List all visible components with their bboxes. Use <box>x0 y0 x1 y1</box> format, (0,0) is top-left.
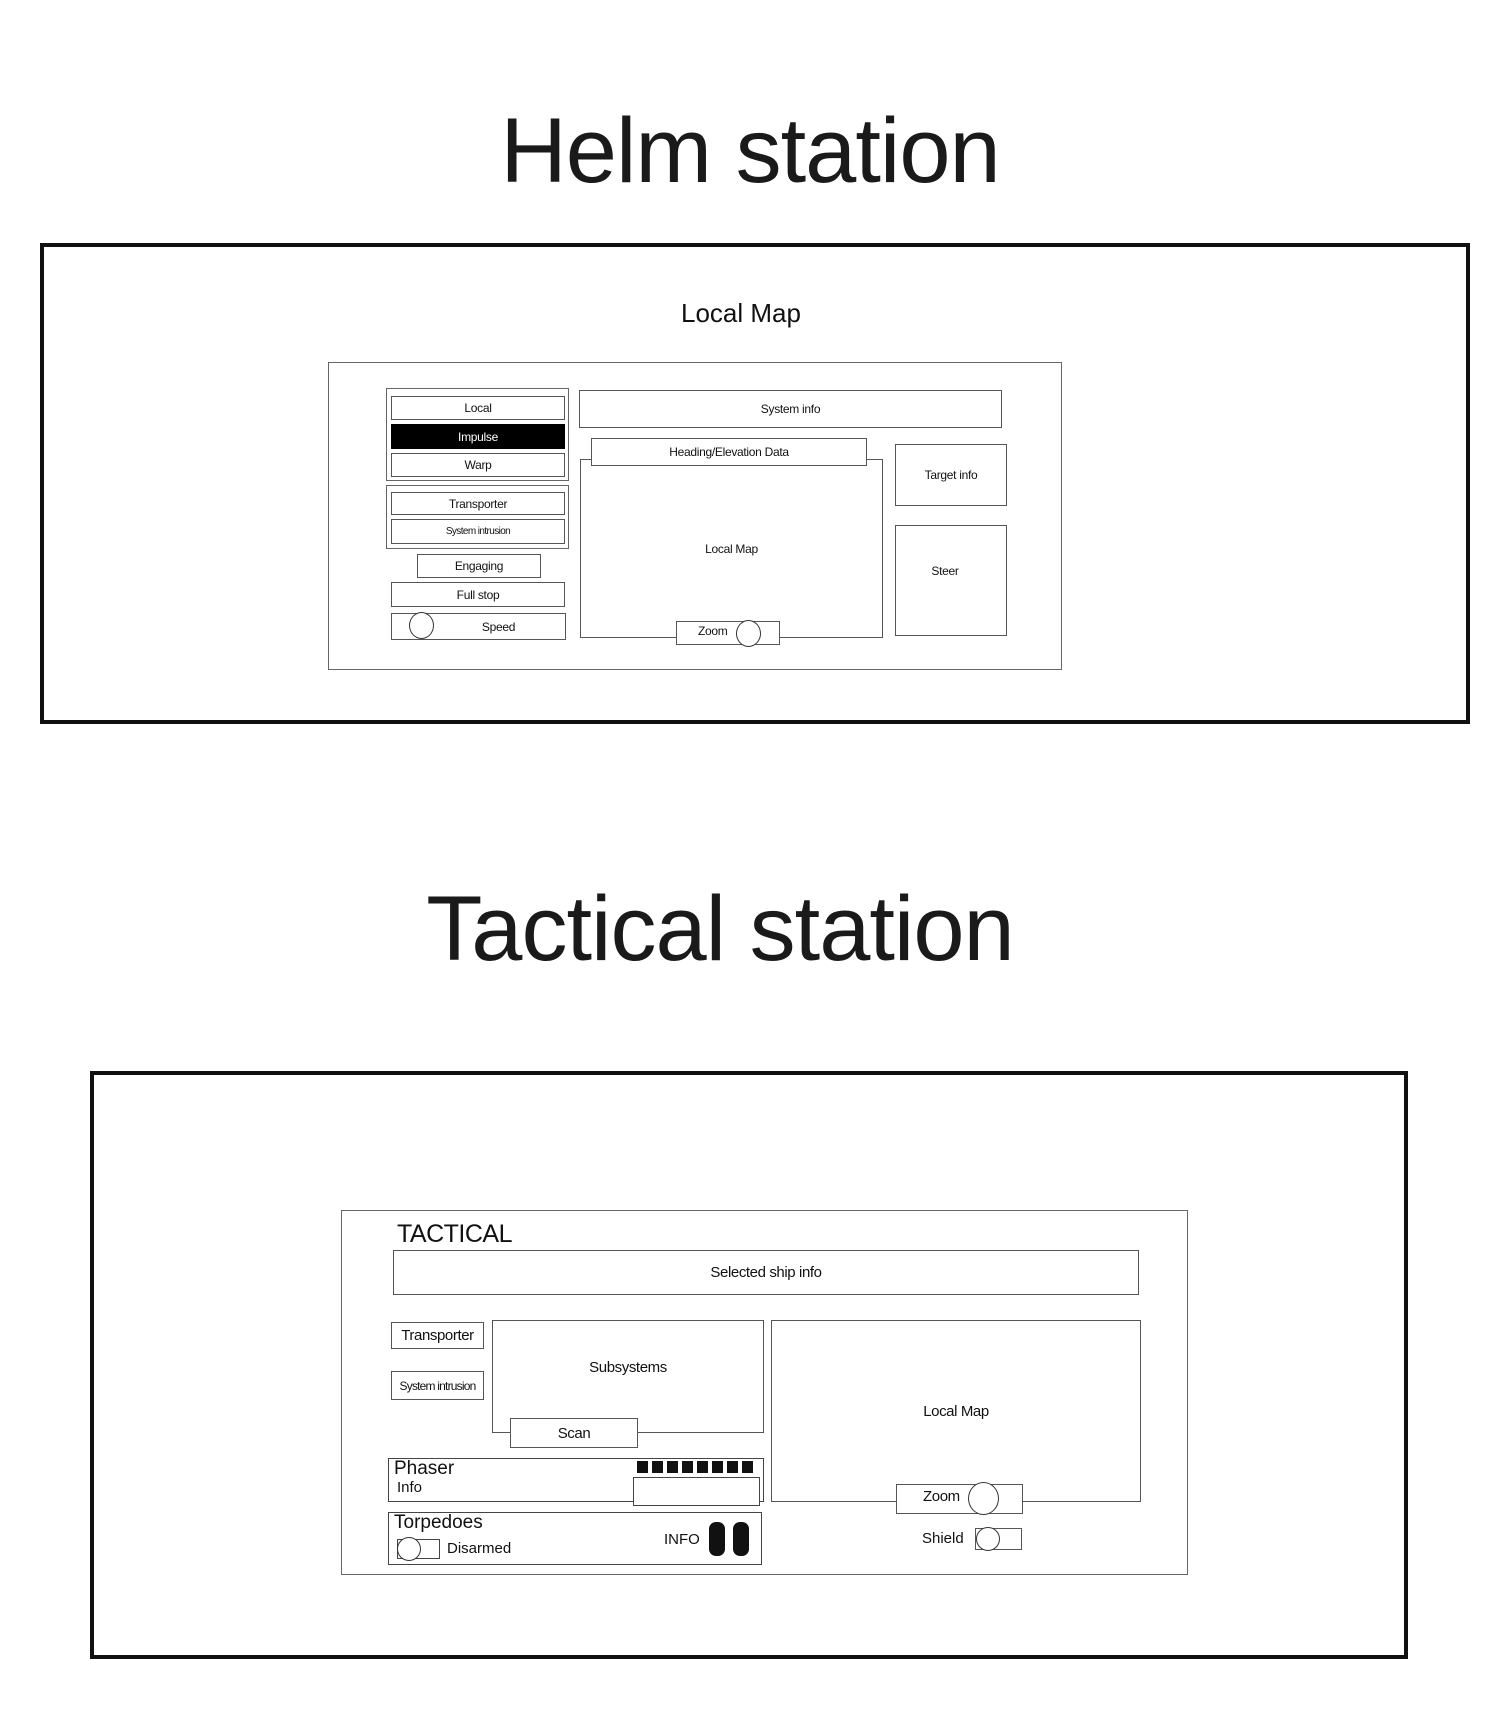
full-stop-button[interactable]: Full stop <box>391 582 565 607</box>
transporter-button[interactable]: Transporter <box>391 492 565 515</box>
shield-toggle[interactable] <box>975 1528 1022 1550</box>
torpedoes-status: Disarmed <box>447 1540 512 1557</box>
torpedoes-panel <box>388 1512 762 1565</box>
tactical-panel <box>341 1210 1188 1575</box>
phaser-charge-segment <box>712 1461 723 1473</box>
phaser-charge-segment <box>667 1461 678 1473</box>
scan-button[interactable]: Scan <box>510 1418 638 1448</box>
system-info-panel: System info <box>579 390 1002 428</box>
phaser-charge-segment <box>742 1461 753 1473</box>
tactical-screen-frame <box>90 1071 1408 1659</box>
tactical-zoom-knob[interactable] <box>968 1482 999 1515</box>
tactical-header: TACTICAL <box>397 1220 513 1248</box>
speed-label: Speed <box>481 619 516 634</box>
helm-mode-group <box>386 388 569 481</box>
speed-slider-knob[interactable] <box>409 612 434 639</box>
target-info-panel: Target info <box>895 444 1007 506</box>
phaser-charge-segment <box>637 1461 648 1473</box>
phaser-info-label: Info <box>397 1479 423 1496</box>
helm-screen-frame <box>40 243 1470 724</box>
torpedo-launcher-2[interactable] <box>733 1522 749 1556</box>
tactical-zoom-label: Zoom <box>923 1488 960 1505</box>
phaser-charge-segment <box>697 1461 708 1473</box>
heading-elevation-panel: Heading/Elevation Data <box>591 438 867 466</box>
helm-systems-group <box>386 485 569 549</box>
helm-screen-label: Local Map <box>681 298 801 328</box>
engaging-button[interactable]: Engaging <box>417 554 541 578</box>
tactical-transporter-button[interactable]: Transporter <box>391 1322 484 1349</box>
torpedoes-info-label: INFO <box>664 1531 700 1548</box>
helm-zoom-slider[interactable]: Zoom <box>676 621 780 645</box>
helm-panel <box>328 362 1062 670</box>
tactical-station-title: Tactical station <box>426 878 1014 980</box>
tactical-system-intrusion-button[interactable]: System intrusion <box>391 1371 484 1400</box>
phaser-charge-segment <box>682 1461 693 1473</box>
system-intrusion-button[interactable]: System intrusion <box>391 519 565 544</box>
local-button[interactable]: Local <box>391 396 565 420</box>
impulse-button[interactable]: Impulse <box>391 424 565 449</box>
steer-panel[interactable]: Steer <box>895 525 1007 636</box>
tactical-local-map[interactable]: Local Map <box>771 1320 1141 1502</box>
phaser-fire-button[interactable] <box>633 1477 760 1506</box>
tactical-zoom-slider[interactable]: Zoom <box>896 1484 1023 1514</box>
phaser-charge-segment <box>727 1461 738 1473</box>
helm-station-title: Helm station <box>500 100 1000 202</box>
phaser-panel <box>388 1458 764 1502</box>
shield-toggle-knob[interactable] <box>976 1527 1000 1551</box>
subsystems-panel: Subsystems <box>492 1320 764 1433</box>
shield-label: Shield <box>922 1530 964 1547</box>
warp-button[interactable]: Warp <box>391 453 565 477</box>
phaser-label: Phaser <box>394 1458 455 1479</box>
helm-local-map[interactable]: Local Map <box>580 459 883 638</box>
torpedoes-label: Torpedoes <box>394 1512 483 1533</box>
selected-ship-info-panel: Selected ship info <box>393 1250 1139 1295</box>
helm-zoom-label: Zoom <box>698 624 728 638</box>
helm-zoom-knob[interactable] <box>736 620 761 647</box>
torpedoes-arm-toggle-knob[interactable] <box>397 1537 421 1561</box>
phaser-charge-segment <box>652 1461 663 1473</box>
torpedo-launcher-1[interactable] <box>709 1522 725 1556</box>
